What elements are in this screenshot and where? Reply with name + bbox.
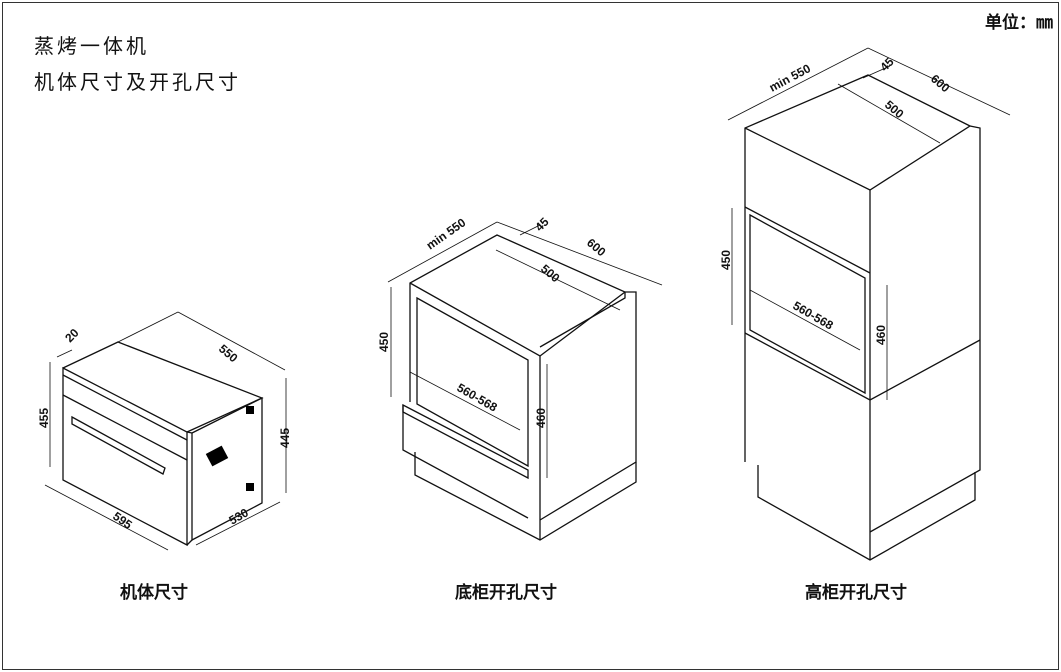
oven-side-face (191, 396, 263, 542)
side-vent (205, 445, 229, 467)
tall-dim-back-gap: 45 (877, 55, 897, 75)
base-dim-cabinet-depth: 600 (584, 236, 609, 260)
base-dim-side-height: 460 (534, 408, 548, 428)
dim-side-depth: 530 (227, 505, 252, 527)
dim-width: 595 (110, 509, 135, 532)
mount-bracket-top (246, 406, 254, 414)
base-dim-back-gap: 45 (532, 215, 552, 235)
base-dim-min-depth: min 550 (424, 215, 469, 252)
tall-dim-opening-height: 450 (719, 250, 733, 270)
oven-handle (71, 415, 166, 475)
dim-height-front: 455 (37, 408, 51, 428)
caption-base-cabinet: 底柜开孔尺寸 (455, 583, 557, 603)
mount-bracket-bottom (246, 483, 254, 491)
base-dim-opening-width: 560-568 (455, 380, 500, 414)
title-product: 蒸烤一体机 (34, 34, 149, 58)
dim-depth: 550 (216, 342, 241, 366)
oven-body-drawing: 20 550 455 445 595 530 (37, 311, 292, 551)
base-opening (416, 296, 529, 468)
oven-top-face (62, 341, 264, 433)
tall-cabinet-drawing: min 550 45 600 500 450 560-568 460 (719, 47, 1011, 561)
dim-front-depth: 20 (62, 326, 82, 346)
tall-dim-min-depth: min 550 (767, 61, 813, 94)
tall-top-face (744, 74, 972, 462)
unit-label: 单位：㎜ (985, 13, 1053, 33)
base-dim-opening-height: 450 (377, 332, 391, 352)
tall-dim-cabinet-depth: 600 (928, 72, 953, 96)
title-subtitle: 机体尺寸及开孔尺寸 (34, 70, 241, 94)
tall-opening (749, 213, 866, 395)
caption-oven-body: 机体尺寸 (120, 583, 188, 603)
caption-tall-cabinet: 高柜开孔尺寸 (805, 583, 907, 603)
base-dim-inner-depth: 500 (538, 262, 563, 286)
tall-dim-side-height: 460 (874, 325, 888, 345)
tall-dim-inner-depth: 500 (882, 98, 907, 122)
base-top-face (409, 234, 627, 402)
dim-height-side: 445 (278, 428, 292, 448)
base-cabinet-drawing: min 550 45 600 500 450 560-568 460 (377, 215, 663, 541)
